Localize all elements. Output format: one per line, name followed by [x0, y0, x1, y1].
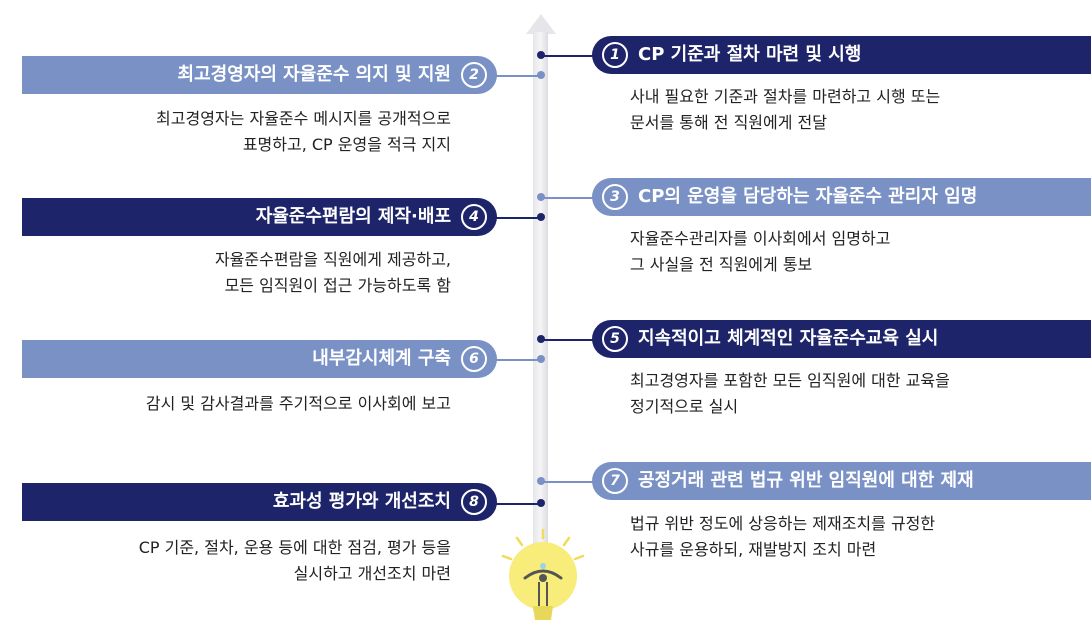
connector-dot-1	[537, 51, 545, 59]
step-6-label: 내부감시체계 구축	[312, 348, 451, 369]
timeline-axis	[533, 32, 548, 612]
step-3-title: 3 CP의 운영을 담당하는 자율준수 관리자 임명	[592, 178, 1091, 216]
step-3-desc-line: 자율준수관리자를 이사회에서 임명하고	[630, 229, 891, 248]
connector-3	[541, 197, 621, 199]
step-5-number: 5	[602, 326, 628, 352]
step-1-description: 사내 필요한 기준과 절차를 마련하고 시행 또는 문서를 통해 전 직원에게 …	[630, 84, 940, 136]
step-6-desc-line: 감시 및 감사결과를 주기적으로 이사회에 보고	[145, 394, 451, 413]
step-7-desc-line: 사규를 운용하되, 재발방지 조치 마련	[630, 540, 877, 559]
connector-dot-8	[537, 499, 545, 507]
step-5-title: 5 지속적이고 체계적인 자율준수교육 실시	[592, 320, 1091, 358]
step-1-desc-line: 사내 필요한 기준과 절차를 마련하고 시행 또는	[630, 87, 941, 106]
connector-7	[541, 481, 621, 483]
step-4-desc-line: 모든 임직원이 접근 가능하도록 함	[224, 276, 451, 295]
step-7-title: 7 공정거래 관련 법규 위반 임직원에 대한 제재	[592, 462, 1091, 500]
connector-dot-6	[537, 355, 545, 363]
step-5-desc-line: 정기적으로 실시	[630, 397, 739, 416]
step-8-desc-line: 실시하고 개선조치 마련	[293, 564, 451, 583]
step-7-label: 공정거래 관련 법규 위반 임직원에 대한 제재	[638, 470, 974, 491]
step-7-description: 법규 위반 정도에 상응하는 제재조치를 규정한 사규를 운용하되, 재발방지 …	[630, 511, 935, 563]
step-2-desc-line: 표명하고, CP 운영을 적극 지지	[242, 135, 451, 154]
connector-5	[541, 339, 621, 341]
step-5-label: 지속적이고 체계적인 자율준수교육 실시	[638, 328, 939, 349]
connector-dot-5	[537, 335, 545, 343]
step-1-title: 1 CP 기준과 절차 마련 및 시행	[592, 36, 1091, 74]
step-7-desc-line: 법규 위반 정도에 상응하는 제재조치를 규정한	[630, 514, 936, 533]
step-2-desc-line: 최고경영자는 자율준수 메시지를 공개적으로	[156, 109, 451, 128]
timeline-arrowhead	[526, 14, 556, 34]
step-6-title: 내부감시체계 구축 6	[22, 340, 497, 378]
step-4-desc-line: 자율준수편람을 직원에게 제공하고,	[214, 250, 451, 269]
connector-dot-2	[537, 71, 545, 79]
step-4-label: 자율준수편람의 제작·배포	[255, 206, 451, 227]
step-4-title: 자율준수편람의 제작·배포 4	[22, 198, 497, 236]
lightbulb-icon	[501, 528, 585, 620]
connector-8	[470, 503, 542, 505]
step-2-description: 최고경영자는 자율준수 메시지를 공개적으로 표명하고, CP 운영을 적극 지…	[156, 106, 451, 158]
step-6-description: 감시 및 감사결과를 주기적으로 이사회에 보고	[146, 391, 451, 417]
step-3-number: 3	[602, 184, 628, 210]
step-2-title: 최고경영자의 자율준수 의지 및 지원 2	[22, 56, 497, 94]
step-3-label: CP의 운영을 담당하는 자율준수 관리자 임명	[638, 186, 978, 207]
step-2-number: 2	[461, 62, 487, 88]
step-7-number: 7	[602, 468, 628, 494]
step-1-label: CP 기준과 절차 마련 및 시행	[638, 44, 862, 65]
connector-6	[470, 359, 542, 361]
step-3-desc-line: 그 사실을 전 직원에게 통보	[630, 255, 813, 274]
step-5-desc-line: 최고경영자를 포함한 모든 임직원에 대한 교육을	[630, 371, 950, 390]
connector-dot-7	[537, 477, 545, 485]
step-1-desc-line: 문서를 통해 전 직원에게 전달	[630, 113, 827, 132]
step-1-number: 1	[602, 42, 628, 68]
step-6-number: 6	[461, 346, 487, 372]
step-8-number: 8	[461, 489, 487, 515]
step-2-label: 최고경영자의 자율준수 의지 및 지원	[177, 64, 451, 85]
step-8-description: CP 기준, 절차, 운용 등에 대한 점검, 평가 등을 실시하고 개선조치 …	[139, 535, 451, 587]
step-5-description: 최고경영자를 포함한 모든 임직원에 대한 교육을 정기적으로 실시	[630, 368, 950, 420]
connector-2	[470, 75, 542, 77]
step-4-number: 4	[461, 204, 487, 230]
connector-1	[541, 55, 621, 57]
step-8-label: 효과성 평가와 개선조치	[272, 491, 451, 512]
connector-dot-4	[537, 213, 545, 221]
step-8-desc-line: CP 기준, 절차, 운용 등에 대한 점검, 평가 등을	[138, 538, 451, 557]
connector-4	[470, 217, 542, 219]
step-4-description: 자율준수편람을 직원에게 제공하고, 모든 임직원이 접근 가능하도록 함	[215, 247, 451, 299]
step-8-title: 효과성 평가와 개선조치 8	[22, 483, 497, 521]
step-3-description: 자율준수관리자를 이사회에서 임명하고 그 사실을 전 직원에게 통보	[630, 226, 890, 278]
connector-dot-3	[537, 193, 545, 201]
